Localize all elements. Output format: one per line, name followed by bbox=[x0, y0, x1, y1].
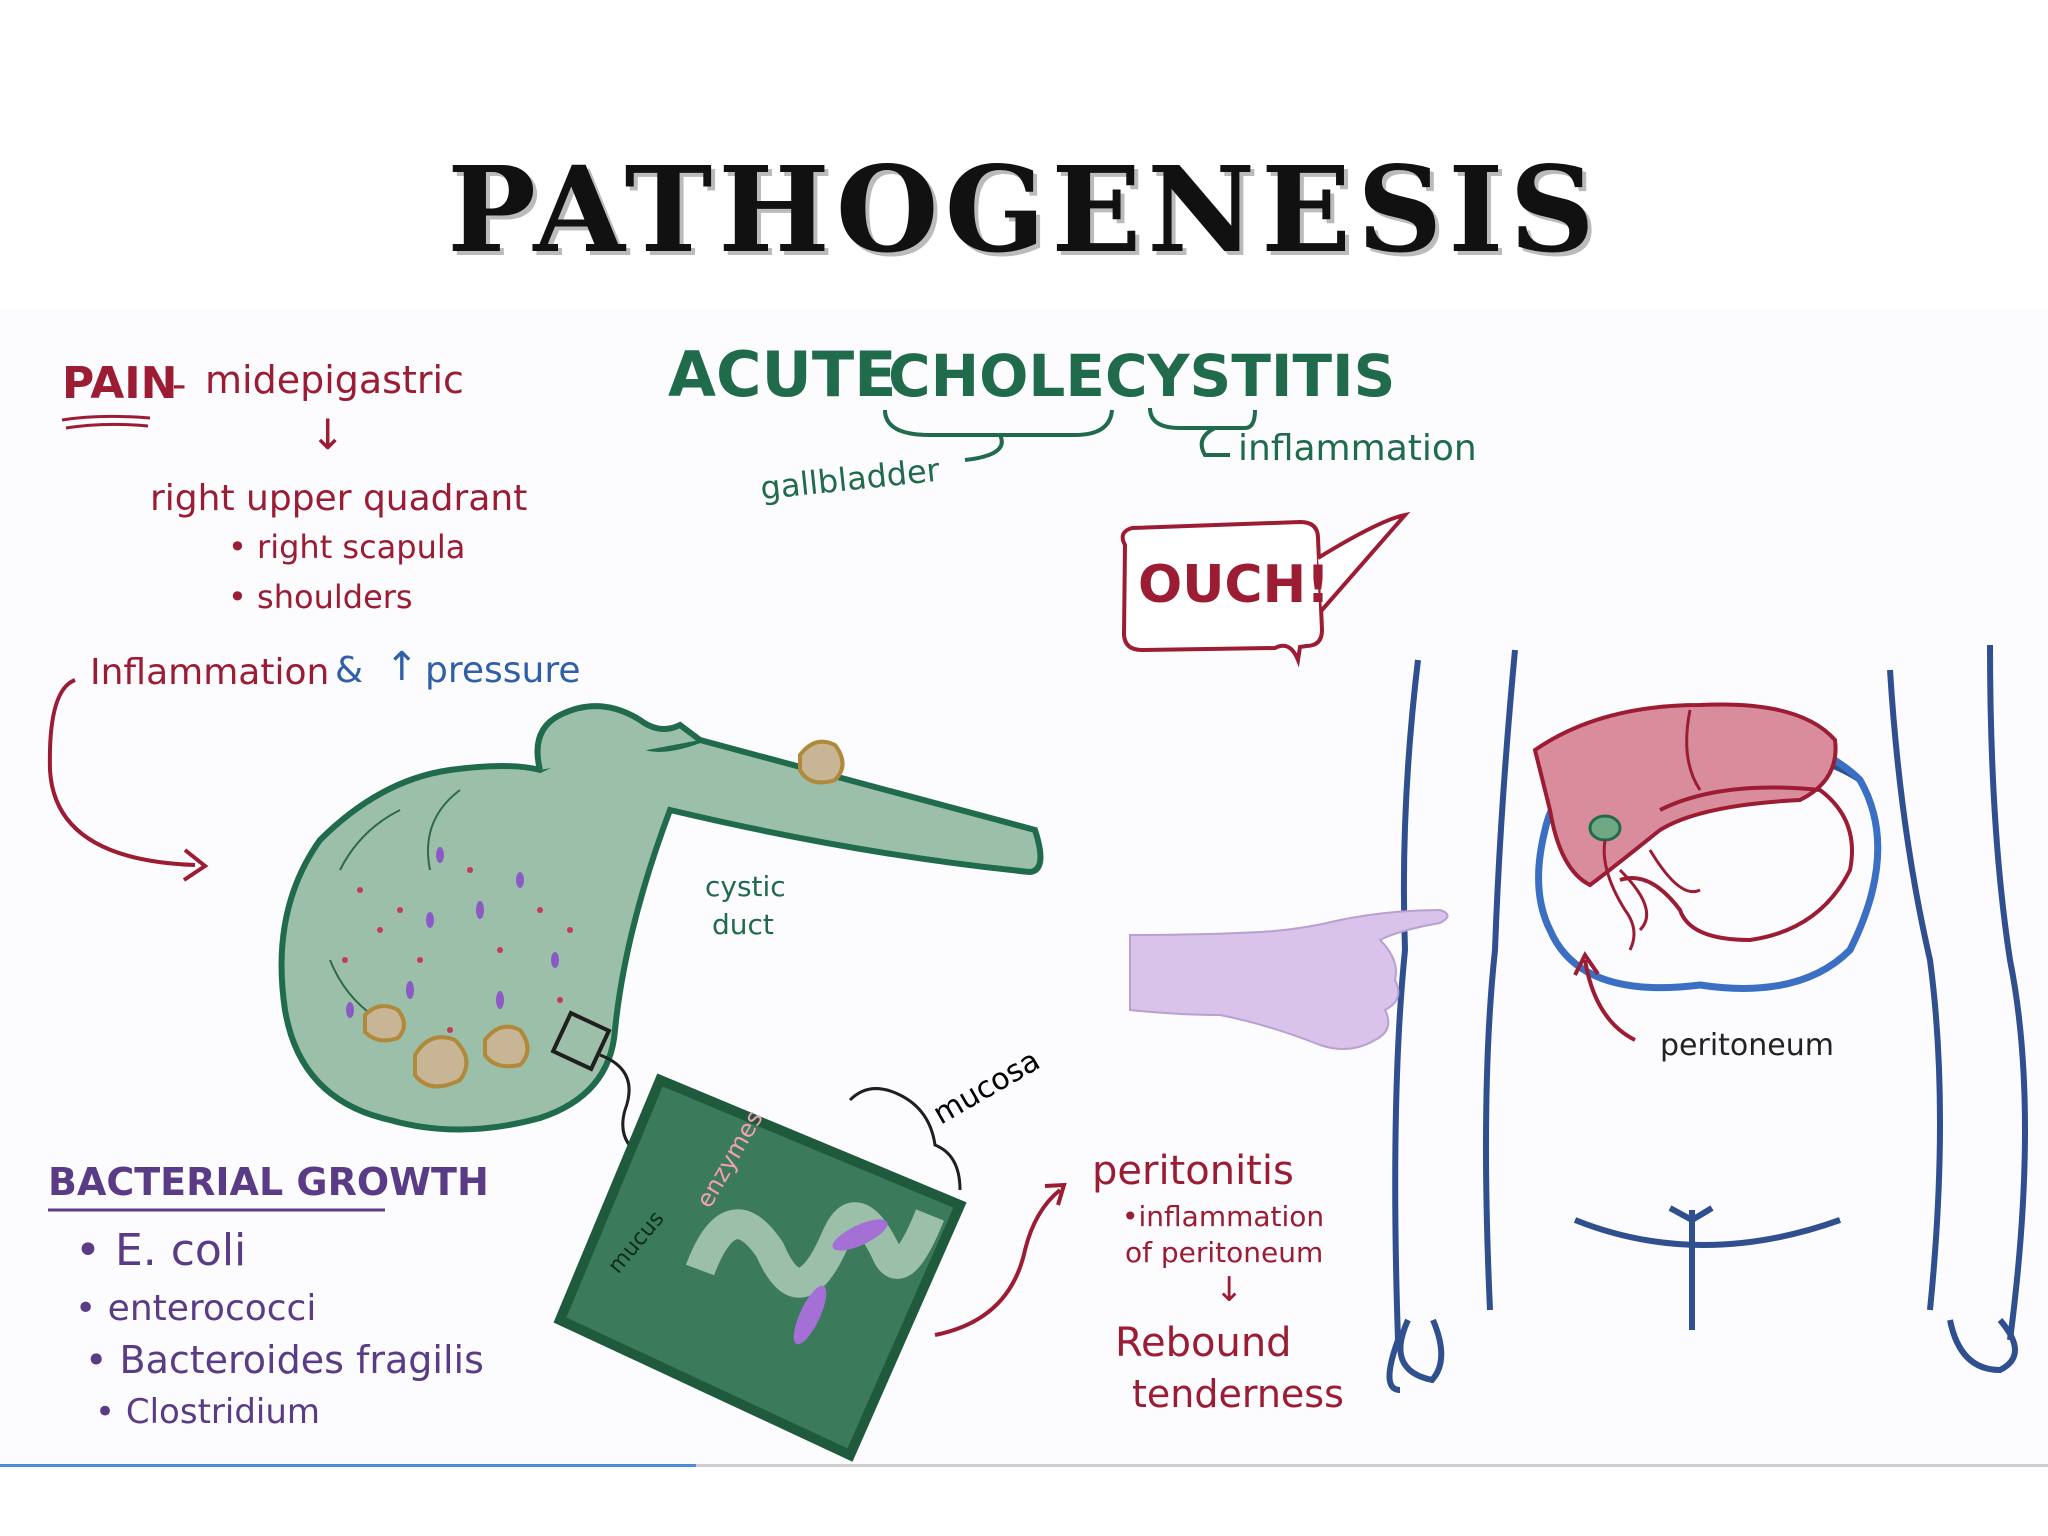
cystic-duct-label-2: duct bbox=[712, 908, 774, 941]
pain-underline bbox=[61, 414, 151, 430]
diagram-drawing bbox=[47, 407, 2028, 1462]
header-acute: ACUTE bbox=[668, 338, 897, 411]
bacteria-heading: BACTERIAL GROWTH bbox=[48, 1160, 489, 1204]
inflammation-arrow bbox=[47, 678, 196, 867]
peritoneum-label: peritoneum bbox=[1660, 1028, 1834, 1063]
peritonitis-heading: peritonitis bbox=[1092, 1148, 1294, 1194]
header-inflammation: inflammation bbox=[1238, 428, 1477, 469]
stomach-intestine bbox=[1619, 785, 1854, 943]
peritonitis-arrow-down: ↓ bbox=[1215, 1270, 1244, 1310]
gallbladder-bracket bbox=[883, 409, 1114, 462]
cause-pressure: pressure bbox=[425, 650, 581, 691]
peritoneum-arrow bbox=[1583, 959, 1636, 1042]
pain-region: right upper quadrant bbox=[150, 478, 528, 519]
inflammation-arrowhead bbox=[182, 848, 209, 882]
gallstones bbox=[363, 739, 845, 1089]
cause-amp: & bbox=[335, 650, 364, 691]
biliary-ducts bbox=[1602, 839, 1701, 951]
mucosa-folds bbox=[685, 1202, 944, 1298]
whiteboard-diagram: PAIN - midepigastric ↓ right upper quadr… bbox=[0, 310, 2048, 1470]
cause-inflammation: Inflammation bbox=[90, 652, 330, 693]
torso-outline bbox=[1386, 644, 2028, 1393]
pain-item-2: • shoulders bbox=[228, 578, 413, 616]
mucosa-box bbox=[553, 1073, 967, 1462]
bacteria-item-1: • E. coli bbox=[75, 1225, 247, 1276]
video-progress-track[interactable] bbox=[0, 1464, 2048, 1467]
bacteria-item-3: • Bacteroides fragilis bbox=[85, 1338, 484, 1382]
header-cholecystitis: CHOLECYSTITIS bbox=[888, 342, 1396, 410]
rebound-label: Rebound bbox=[1115, 1320, 1292, 1366]
tenderness-label: tenderness bbox=[1132, 1372, 1344, 1416]
zoom-clamp bbox=[550, 1010, 612, 1072]
video-progress-fill bbox=[0, 1464, 697, 1467]
gallbladder-small bbox=[1588, 814, 1622, 842]
ouch-speech: OUCH! bbox=[1138, 555, 1330, 615]
peritonitis-arrowhead bbox=[1044, 1182, 1067, 1206]
bacteria-rods bbox=[346, 847, 559, 1069]
bacteria-item-4: • Clostridium bbox=[95, 1392, 321, 1432]
cystic-duct-label-1: cystic bbox=[705, 870, 786, 903]
pain-item-1: • right scapula bbox=[228, 528, 466, 566]
gallbladder bbox=[278, 736, 1044, 1133]
mucosa-bracket bbox=[848, 1087, 962, 1191]
speech-bubble bbox=[1120, 519, 1325, 668]
pain-location: midepigastric bbox=[205, 358, 464, 402]
liver-lobe-line bbox=[1685, 709, 1702, 791]
pain-dash: - bbox=[172, 362, 187, 408]
speech-bubble-tail bbox=[1316, 511, 1411, 612]
peritoneum-arrowhead bbox=[1573, 951, 1600, 976]
peritonitis-arrow bbox=[934, 1188, 1062, 1337]
itis-bracket bbox=[1148, 407, 1257, 457]
bacteria-item-2: • enterococci bbox=[75, 1288, 317, 1329]
cause-up-arrow: ↑ bbox=[385, 644, 419, 690]
liver bbox=[1532, 702, 1838, 888]
pain-heading: PAIN bbox=[62, 358, 178, 409]
pain-arrow: ↓ bbox=[310, 410, 346, 459]
gallbladder-neck bbox=[534, 703, 702, 771]
slide-title: PATHOGENESIS bbox=[447, 140, 1601, 279]
peritonitis-line-1: •inflammation bbox=[1122, 1200, 1325, 1233]
mucosa-bacteria bbox=[793, 1219, 888, 1345]
pointing-hand bbox=[1129, 908, 1449, 1050]
peritonitis-line-2: of peritoneum bbox=[1125, 1236, 1324, 1269]
